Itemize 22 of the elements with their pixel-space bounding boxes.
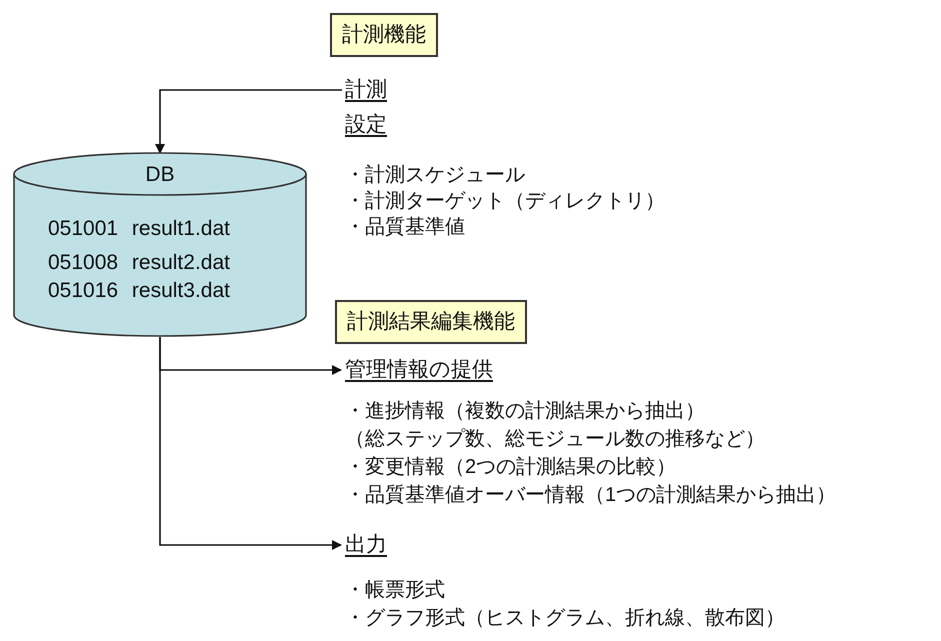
underlined-heading: 設定: [345, 112, 387, 138]
bullet-item: ・帳票形式: [345, 578, 445, 603]
arrow: [159, 337, 342, 550]
file-entry: 051008 result2.dat: [48, 250, 230, 276]
arrow: [155, 89, 342, 154]
bullet-item: ・グラフ形式（ヒストグラム、折れ線、散布図）: [345, 606, 785, 631]
underlined-heading: 計測: [345, 76, 387, 104]
bullet-item: ・計測スケジュール: [345, 163, 525, 188]
underlined-heading: 出力: [345, 531, 387, 559]
bullet-item: ・変更情報（2つの計測結果の比較）: [345, 455, 676, 480]
section-box: 計測機能: [330, 13, 438, 57]
file-entry: 051016 result3.dat: [48, 278, 230, 304]
file-entry: 051001 result1.dat: [48, 216, 230, 242]
section-box: 計測結果編集機能: [335, 300, 527, 344]
bullet-item: ・品質基準値: [345, 215, 465, 240]
database-cylinder: [12, 152, 308, 338]
underlined-heading: 管理情報の提供: [345, 356, 493, 384]
bullet-item: ・品質基準値オーバー情報（1つの計測結果から抽出）: [345, 483, 836, 508]
note-line: （総ステップ数、総モジュール数の推移など）: [345, 427, 765, 452]
bullet-item: ・計測ターゲット（ディレクトリ）: [345, 189, 665, 214]
database-label: DB: [144, 162, 176, 188]
bullet-item: ・進捗情報（複数の計測結果から抽出）: [345, 399, 705, 424]
